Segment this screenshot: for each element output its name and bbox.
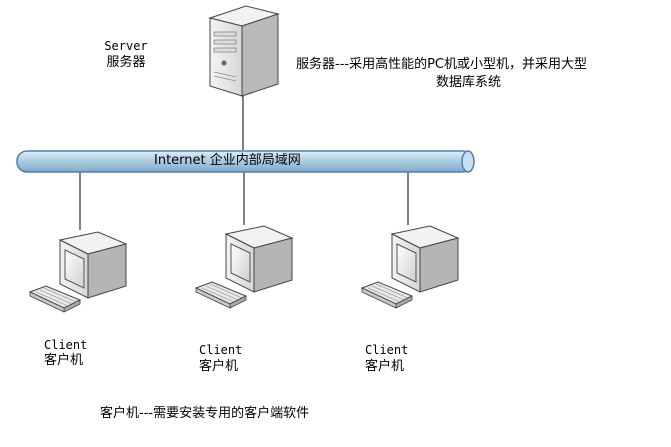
server-label-cn: 服务器 — [106, 55, 146, 70]
client-2-label-cn: 客户机 — [199, 359, 239, 374]
network-label: Internet 企业内部局域网 — [154, 153, 301, 168]
client-3-icon — [360, 225, 460, 309]
client-2-icon — [194, 225, 294, 309]
client-description: 客户机---需要安装专用的客户端软件 — [100, 406, 310, 421]
server-description-line2: 数据库系统 — [436, 75, 502, 90]
client-2-label-en: Client — [199, 343, 243, 357]
server-icon — [208, 5, 280, 97]
server-label-en: Server — [104, 39, 148, 53]
client-1-label-cn: 客户机 — [44, 353, 84, 368]
client-3-label-en: Client — [365, 343, 409, 357]
client-1-icon — [28, 231, 128, 313]
client-1-label-en: Client — [44, 338, 88, 352]
client-3-label-cn: 客户机 — [365, 359, 405, 374]
server-description-line1: 服务器---采用高性能的PC机或小型机，并采用大型 — [296, 57, 587, 72]
network-pipe — [16, 150, 475, 173]
